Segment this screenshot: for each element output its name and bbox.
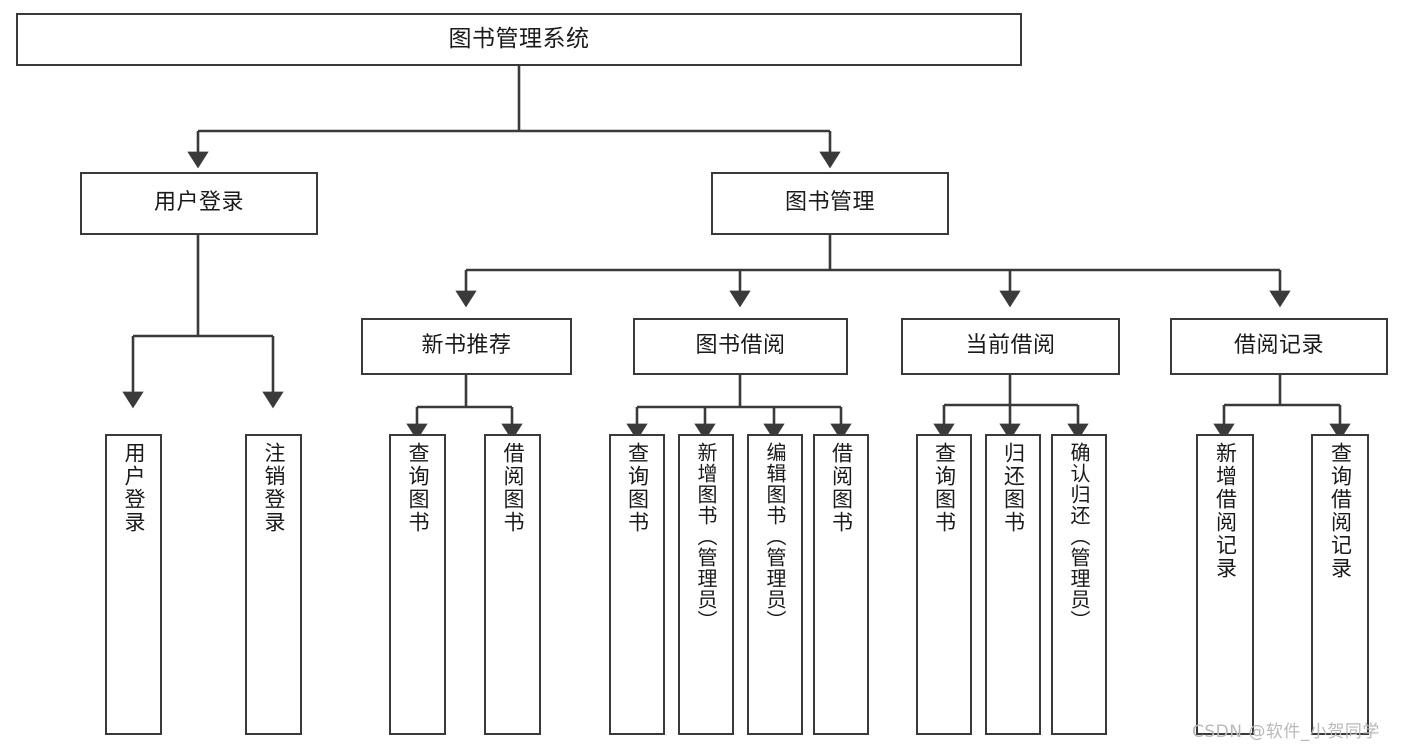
node-label: 注销登录 <box>262 442 286 534</box>
node-borrow-record[interactable]: 借阅记录 <box>1170 318 1388 375</box>
leaf-current-return-book[interactable]: 归还图书 <box>985 434 1041 735</box>
node-label: 用户登录 <box>153 190 244 216</box>
node-label: 借阅记录 <box>1233 333 1324 359</box>
node-label: 当前借阅 <box>965 333 1056 359</box>
leaf-borrow-borrow-book[interactable]: 借阅图书 <box>813 434 869 735</box>
node-label: 新书推荐 <box>421 333 512 359</box>
node-label: 图书管理系统 <box>448 25 590 52</box>
leaf-recommend-borrow-book[interactable]: 借阅图书 <box>484 434 541 735</box>
node-label: 新增借阅记录 <box>1213 442 1238 580</box>
leaf-borrow-edit-book-admin[interactable]: 编辑图书（管理员） <box>747 434 803 735</box>
node-label: 编辑图书（管理员） <box>763 442 787 631</box>
leaf-user-login[interactable]: 用户登录 <box>105 434 162 735</box>
node-label: 查询图书 <box>625 442 650 534</box>
leaf-borrow-add-book-admin[interactable]: 新增图书（管理员） <box>678 434 734 735</box>
node-label: 确认归还（管理员） <box>1067 442 1091 631</box>
leaf-record-add-record[interactable]: 新增借阅记录 <box>1196 434 1254 735</box>
leaf-current-query-book[interactable]: 查询图书 <box>916 434 972 735</box>
node-book-borrow[interactable]: 图书借阅 <box>633 318 848 375</box>
leaf-borrow-query-book[interactable]: 查询图书 <box>609 434 665 735</box>
node-label: 图书借阅 <box>695 333 786 359</box>
leaf-current-confirm-return-admin[interactable]: 确认归还（管理员） <box>1051 434 1107 735</box>
node-label: 归还图书 <box>1001 442 1026 534</box>
node-label: 查询借阅记录 <box>1328 442 1353 580</box>
node-label: 查询图书 <box>932 442 957 534</box>
leaf-recommend-query-book[interactable]: 查询图书 <box>389 434 446 735</box>
node-current-borrow[interactable]: 当前借阅 <box>901 318 1120 375</box>
leaf-record-query-record[interactable]: 查询借阅记录 <box>1311 434 1369 735</box>
node-book-management[interactable]: 图书管理 <box>711 172 949 235</box>
node-label: 借阅图书 <box>501 442 525 534</box>
node-label: 新增图书（管理员） <box>694 442 718 631</box>
node-label: 查询图书 <box>406 442 430 534</box>
node-label: 图书管理 <box>784 190 875 216</box>
node-root-system[interactable]: 图书管理系统 <box>16 13 1022 66</box>
node-new-book-recommend[interactable]: 新书推荐 <box>361 318 572 375</box>
leaf-user-logout[interactable]: 注销登录 <box>245 434 302 735</box>
node-user-login[interactable]: 用户登录 <box>80 172 318 235</box>
node-label: 借阅图书 <box>829 442 854 534</box>
node-label: 用户登录 <box>122 442 146 534</box>
